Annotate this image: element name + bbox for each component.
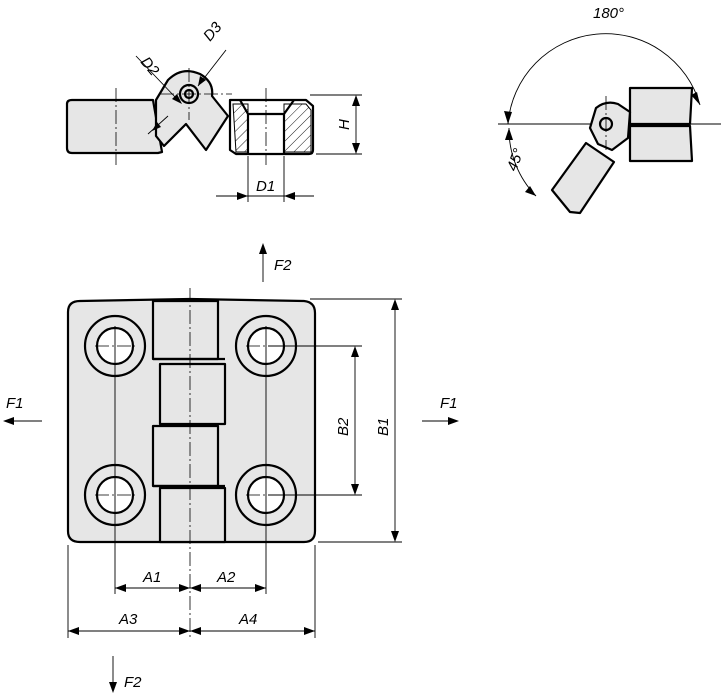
label-f2-top: F2 <box>274 257 292 274</box>
label-f2-bottom: F2 <box>124 674 142 691</box>
force-arrow-f1-left <box>3 417 14 425</box>
front-view <box>3 243 459 693</box>
force-arrow-f2-up <box>259 243 267 254</box>
label-a3: A3 <box>118 611 138 628</box>
label-a2: A2 <box>216 569 236 586</box>
label-d2: D2 <box>137 54 163 80</box>
label-d3: D3 <box>200 18 226 44</box>
force-arrow-f2-down <box>109 682 117 693</box>
rotation-view-upper-leaf <box>628 86 694 126</box>
label-a4: A4 <box>238 611 257 628</box>
side-view-section-hatch-right <box>283 103 312 153</box>
label-d1: D1 <box>256 178 275 195</box>
knuckle-segment-4 <box>158 486 227 544</box>
label-b2: B2 <box>335 417 352 436</box>
rotation-view-lower-leaf <box>628 124 694 163</box>
rotation-view <box>498 33 721 215</box>
side-view <box>65 49 362 202</box>
rotation-view-rotated-leaf <box>550 141 616 215</box>
force-arrow-f1-right <box>448 417 459 425</box>
knuckle-segment-1 <box>151 299 220 361</box>
knuckle-segment-3 <box>151 424 220 488</box>
label-180: 180° <box>593 5 624 22</box>
side-view-left-leaf <box>65 98 164 155</box>
label-b1: B1 <box>375 418 392 436</box>
label-a1: A1 <box>142 569 161 586</box>
label-f1-left: F1 <box>6 395 24 412</box>
label-h: H <box>336 119 353 130</box>
side-view-knuckle <box>154 69 230 152</box>
knuckle-segment-2 <box>158 362 227 426</box>
label-f1-right: F1 <box>440 395 458 412</box>
label-45: 45° <box>504 146 528 173</box>
